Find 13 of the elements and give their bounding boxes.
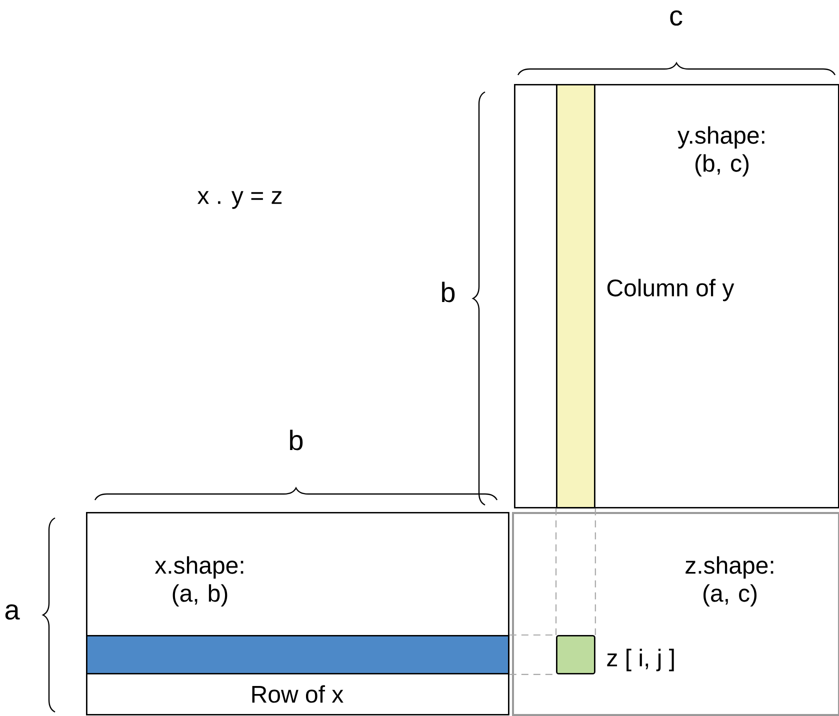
- dimension-label: c: [670, 10, 682, 26]
- bar-label: Column of y: [607, 278, 734, 302]
- shape-label: x.shape: (a, b): [154, 556, 244, 607]
- equation-label: x . y = z: [197, 191, 282, 209]
- bar-label: z [ i, j ]: [607, 648, 674, 672]
- bar-label: Row of x: [252, 685, 344, 703]
- dimension-label: b: [442, 282, 455, 302]
- dimension-label: b: [290, 430, 303, 450]
- shape-label: z.shape: (a, c): [686, 556, 774, 607]
- shape-label: y.shape: (b, c): [678, 126, 764, 177]
- guide-line: [555, 508, 557, 635]
- guide-line: [594, 508, 596, 635]
- dimension-label: a: [5, 604, 20, 620]
